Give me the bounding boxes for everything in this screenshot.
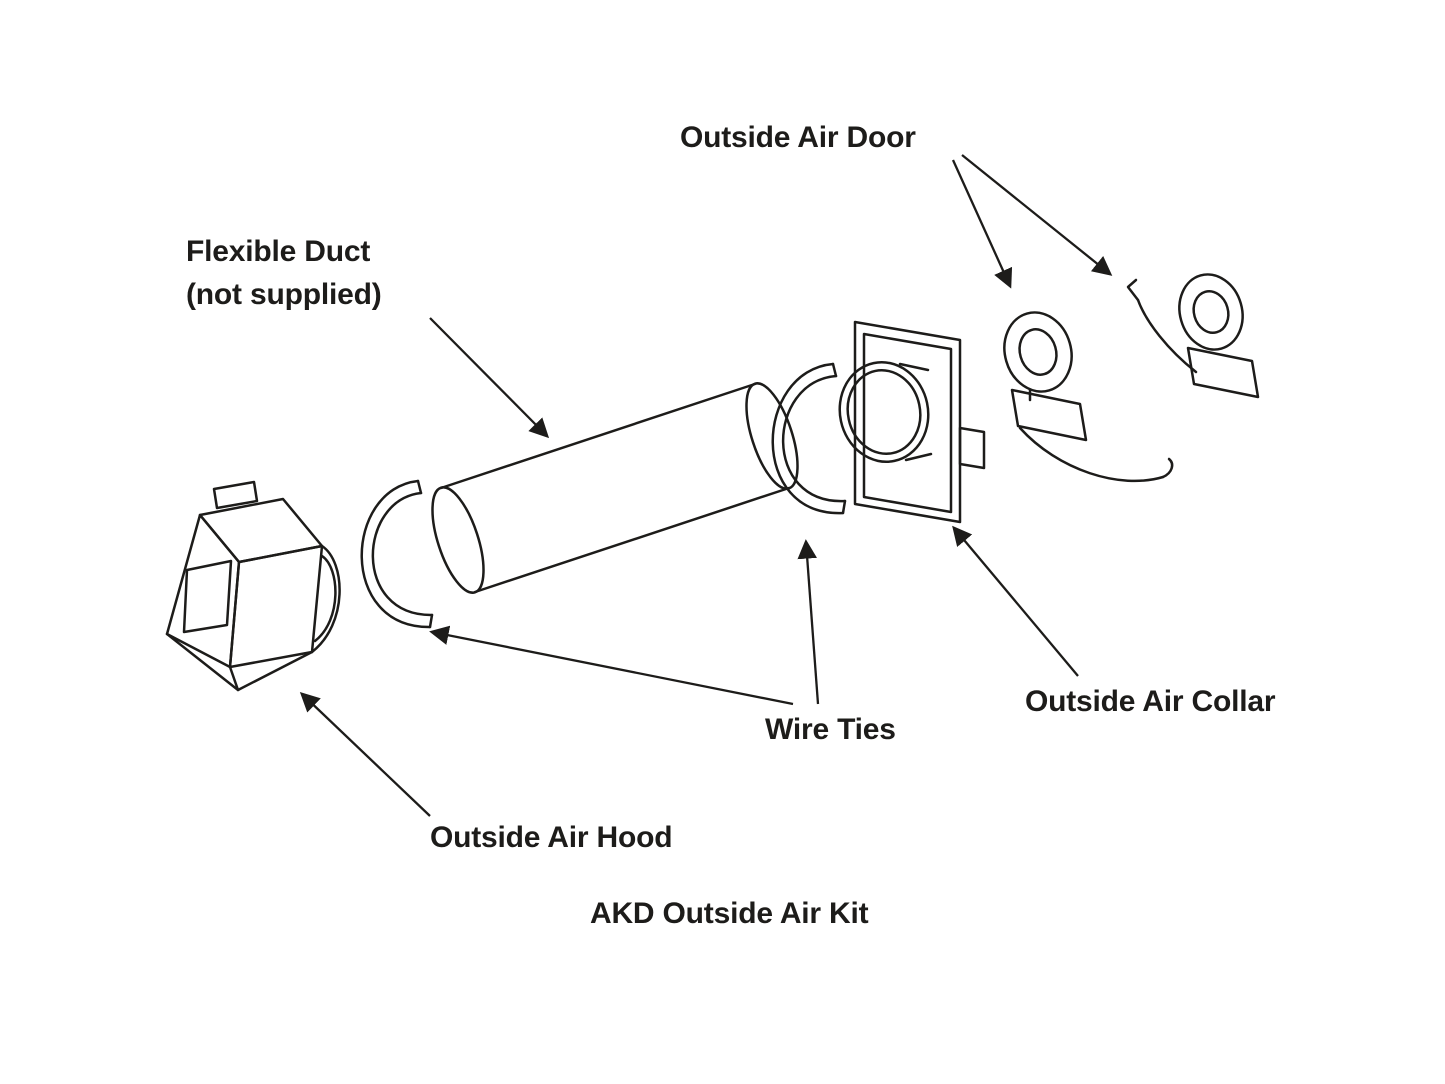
wire-tie-left-drawing xyxy=(360,479,434,629)
outside-air-door-left-drawing xyxy=(1003,311,1174,483)
arrow-wire-tie-right xyxy=(797,539,820,705)
outside-air-hood-label: Outside Air Hood xyxy=(430,821,673,854)
arrow-outside-air-door-2 xyxy=(961,154,1113,276)
flexible-duct-label: Flexible Duct (not supplied) xyxy=(186,230,382,316)
flexible-duct-label-line1: Flexible Duct xyxy=(186,235,371,268)
outside-air-door-right-drawing xyxy=(1126,273,1260,399)
flexible-duct-label-line2: (not supplied) xyxy=(186,278,382,311)
outside-air-door-label: Outside Air Door xyxy=(680,121,916,154)
flexible-duct-drawing xyxy=(431,382,799,594)
outside-air-hood-drawing xyxy=(165,480,341,692)
arrow-outside-air-hood xyxy=(299,691,431,817)
arrow-wire-tie-left xyxy=(429,625,794,706)
arrow-flexible-duct xyxy=(429,317,550,439)
outside-air-collar-drawing xyxy=(838,320,986,524)
arrow-outside-air-door-1 xyxy=(951,159,1013,289)
arrow-outside-air-collar xyxy=(952,525,1079,677)
diagram-title: AKD Outside Air Kit xyxy=(590,897,869,930)
outside-air-collar-label: Outside Air Collar xyxy=(1025,685,1276,718)
label-arrows xyxy=(299,154,1113,817)
wire-ties-label: Wire Ties xyxy=(765,713,896,746)
wire-tie-right-drawing xyxy=(771,362,847,515)
